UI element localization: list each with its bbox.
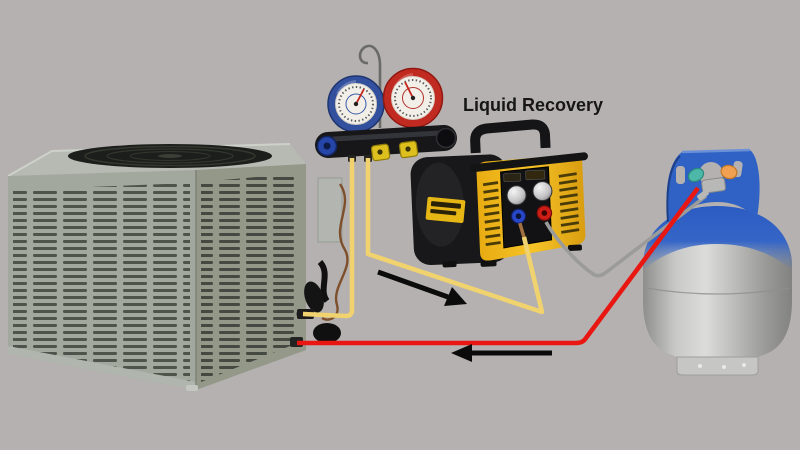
tank-foot-ring	[676, 356, 759, 376]
machine-right-vents	[558, 172, 580, 234]
diagram-title: Liquid Recovery	[463, 95, 603, 115]
gauge-needle	[404, 81, 414, 99]
teal-valve-handle	[687, 167, 705, 183]
arrowhead	[451, 344, 472, 362]
gauge-needle	[355, 88, 365, 105]
manifold-to-condenser-hose	[302, 158, 355, 319]
machine-display-right	[525, 169, 546, 181]
tank-valve	[687, 164, 738, 194]
recovery-machine	[410, 119, 588, 268]
recovery-tank	[643, 148, 792, 376]
machine-display-left	[503, 172, 522, 183]
upper-flow-arrow	[377, 269, 467, 306]
condenser-service-panel	[290, 177, 349, 347]
condenser-liquid-line-to-tank-hose	[297, 186, 700, 346]
manifold-body	[315, 125, 457, 158]
manifold-to-recovery-machine-hose	[365, 158, 545, 315]
collar-left-slot	[676, 166, 685, 184]
recovery-machine-to-tank-hose	[544, 194, 708, 278]
high-pressure-gauge	[382, 67, 444, 129]
manifold-right-knob	[435, 127, 457, 149]
lower-flow-arrow	[451, 344, 552, 362]
manifold-gauge-set	[315, 44, 457, 162]
condenser-fan-grille	[68, 144, 272, 168]
condenser-base-rail	[8, 346, 196, 390]
gray-hose-fitting	[697, 189, 709, 201]
inlet-fitting	[518, 222, 527, 240]
hanging-hook	[358, 44, 382, 128]
low-pressure-gauge	[327, 75, 385, 133]
carry-handle	[470, 119, 551, 154]
tank-blue-dome	[643, 206, 792, 270]
machine-knob-left	[506, 185, 527, 206]
machine-knob-right	[532, 181, 553, 202]
orange-valve-handle	[720, 164, 738, 180]
condenser-unit	[7, 143, 349, 391]
machine-left-vents	[482, 181, 501, 247]
arrowhead	[444, 287, 467, 306]
machine-brand-sticker	[425, 196, 466, 223]
